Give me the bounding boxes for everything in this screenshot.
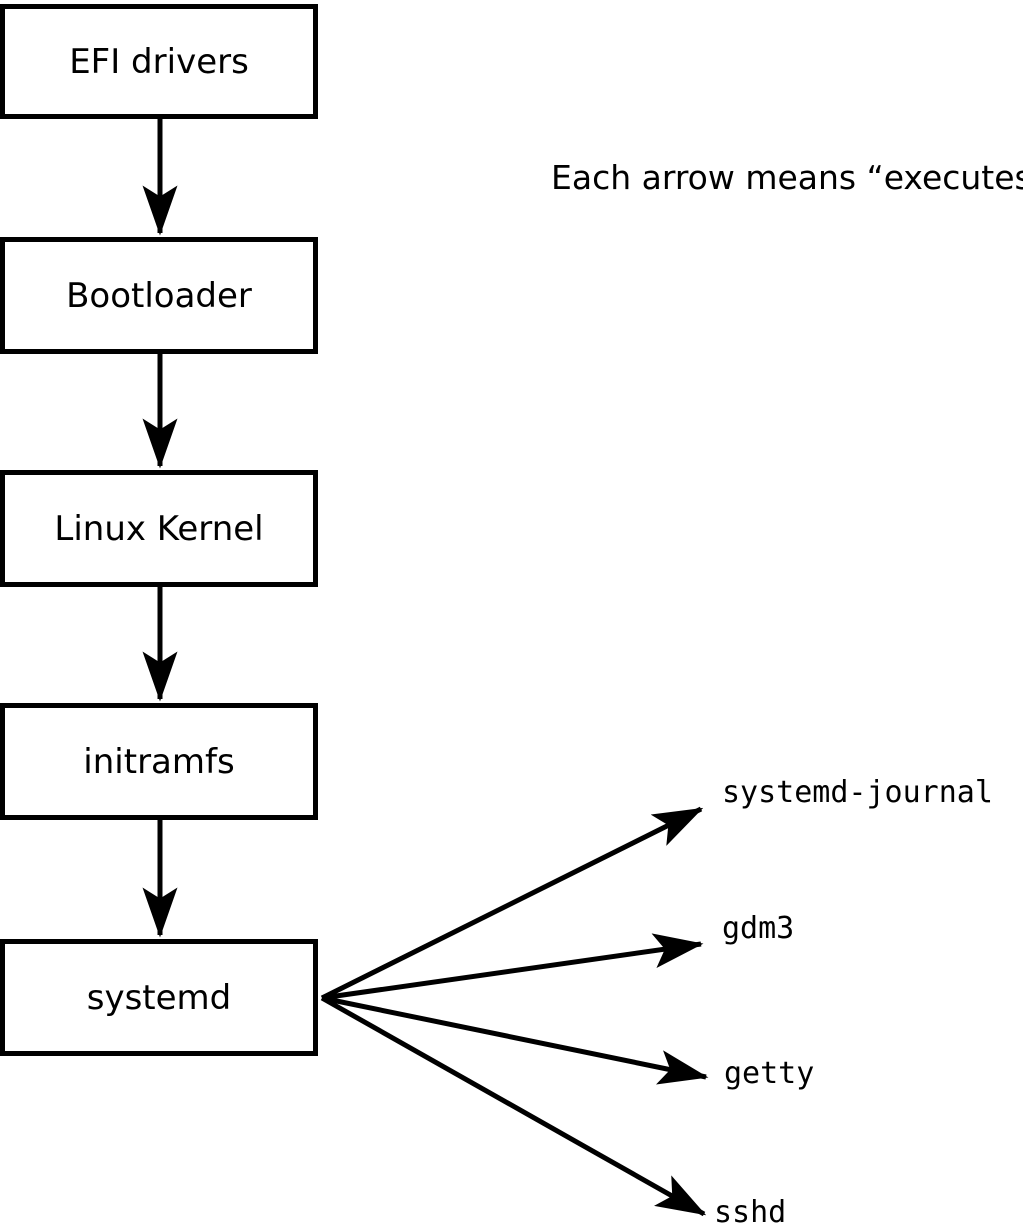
spawned-label-getty: getty — [724, 1056, 815, 1091]
flow-box-bootloader: Bootloader — [0, 237, 318, 354]
arrow-systemd-to-sshd — [320, 995, 707, 1217]
arrow-systemd-to-systemd-journal — [320, 806, 704, 1001]
flow-box-label: initramfs — [83, 741, 235, 782]
flow-box-label: Bootloader — [66, 275, 252, 316]
flow-box-initramfs: initramfs — [0, 703, 318, 820]
arrow-systemd-to-getty — [321, 995, 709, 1085]
flow-box-label: EFI drivers — [69, 41, 249, 82]
flow-box-linux-kernel: Linux Kernel — [0, 470, 318, 587]
arrow-systemd-to-gdm3 — [321, 933, 704, 1001]
flow-box-label: Linux Kernel — [54, 508, 264, 549]
flow-box-efi-drivers: EFI drivers — [0, 4, 318, 119]
spawned-label-sshd: sshd — [714, 1195, 787, 1230]
spawned-label-gdm3: gdm3 — [722, 911, 795, 946]
flow-box-label: systemd — [86, 977, 232, 1018]
arrow-legend-note: Each arrow means “executes”. — [551, 158, 1023, 197]
flow-box-systemd: systemd — [0, 939, 318, 1056]
spawned-label-systemd-journal: systemd-journal — [722, 775, 993, 810]
